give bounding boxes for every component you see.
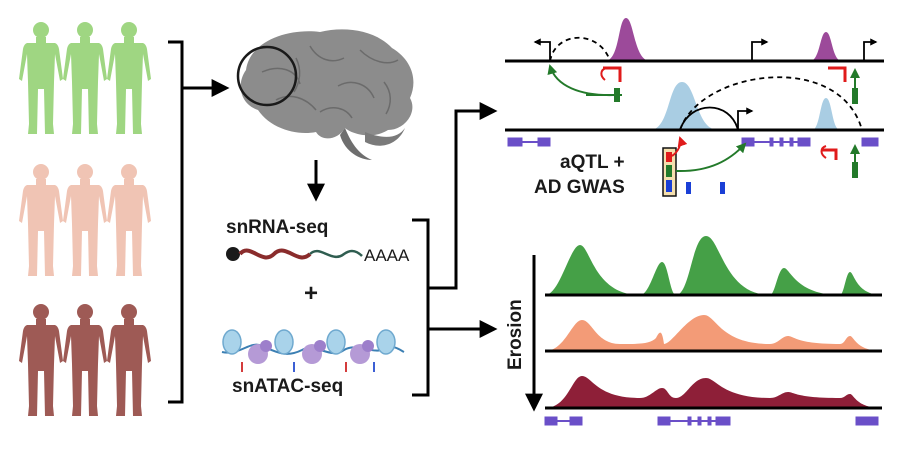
- people-group-green: [19, 22, 151, 134]
- plus-sign: +: [304, 280, 318, 307]
- brain-icon: [236, 29, 414, 160]
- erosion-panel: [525, 236, 882, 426]
- regulatory-panel: [505, 18, 884, 197]
- people-bracket: [168, 40, 230, 404]
- nucleosome-icon: [221, 329, 405, 372]
- poly-a-tail-label: AAAA: [364, 246, 410, 265]
- people-group-dark: [19, 304, 151, 416]
- seq-bracket: [412, 102, 498, 397]
- snrna-seq-label: snRNA-seq: [226, 217, 328, 238]
- erosion-label: Erosion: [505, 299, 526, 370]
- snatac-seq-label: snATAC-seq: [232, 376, 343, 397]
- aqtl-label: aQTL +: [560, 152, 625, 173]
- people-group-light: [19, 164, 151, 276]
- mrna-strand-icon: [226, 247, 363, 261]
- ad-gwas-label: AD GWAS: [534, 177, 625, 198]
